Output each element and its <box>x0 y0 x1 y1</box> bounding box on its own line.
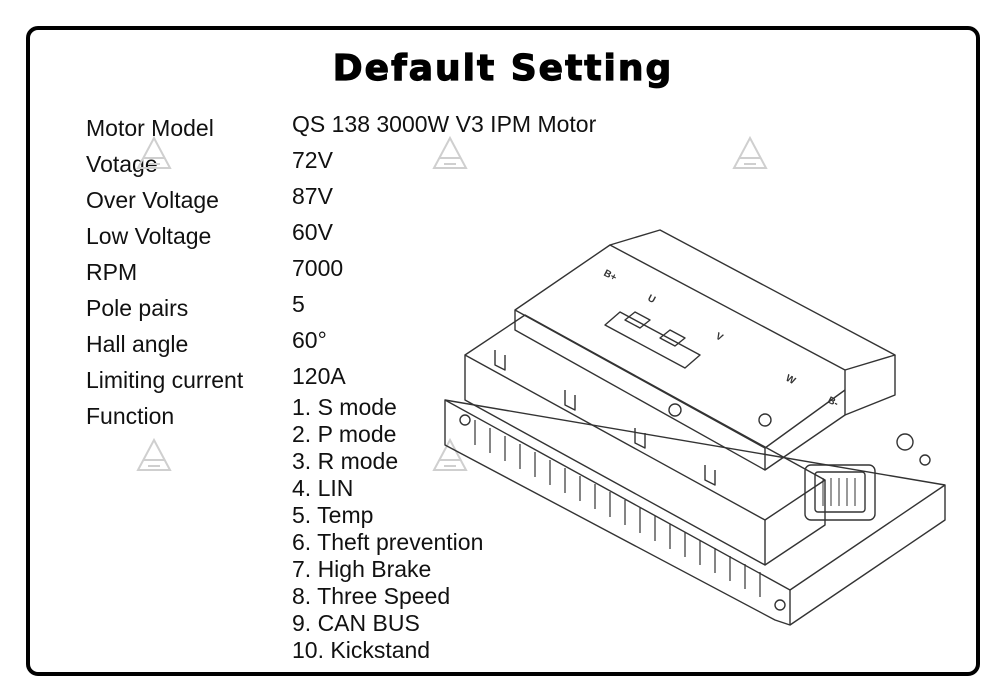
spec-value-hall-angle: 60° <box>292 327 327 353</box>
watermark-logo-icon <box>136 135 172 169</box>
watermark-logo-icon <box>432 437 468 471</box>
spec-value-voltage: 72V <box>292 147 333 173</box>
terminal-label-b-plus: B+ <box>602 268 619 284</box>
watermark-logo-icon <box>136 437 172 471</box>
function-item: 10. Kickstand <box>292 637 431 663</box>
terminal-label-v: V <box>714 331 725 344</box>
function-item: 6. Theft prevention <box>292 529 484 555</box>
watermark-logo-icon <box>732 135 768 169</box>
page-title: Default Setting <box>332 47 674 89</box>
function-item: 8. Three Speed <box>292 583 451 609</box>
function-item: 2. P mode <box>292 421 397 447</box>
terminal-label-b-minus: B- <box>826 395 840 410</box>
spec-value-limiting-current: 120A <box>292 363 346 389</box>
function-item: 5. Temp <box>292 502 374 528</box>
spec-label-motor-model: Motor Model <box>86 115 214 141</box>
spec-label-pole-pairs: Pole pairs <box>86 295 189 321</box>
watermark-logo-icon <box>432 135 468 169</box>
spec-label-rpm: RPM <box>86 259 138 285</box>
spec-value-low-voltage: 60V <box>292 219 333 245</box>
spec-value-pole-pairs: 5 <box>292 291 305 317</box>
function-item: 3. R mode <box>292 448 399 474</box>
spec-value-motor-model: QS 138 3000W V3 IPM Motor <box>292 111 597 137</box>
function-item: 9. CAN BUS <box>292 610 420 636</box>
spec-value-over-voltage: 87V <box>292 183 333 209</box>
function-item: 7. High Brake <box>292 556 432 582</box>
spec-label-low-voltage: Low Voltage <box>86 223 212 249</box>
spec-label-limiting-current: Limiting current <box>86 367 244 393</box>
spec-value-rpm: 7000 <box>292 255 344 281</box>
function-item: 4. LIN <box>292 475 354 501</box>
terminal-label-w: W <box>784 373 798 387</box>
function-list: 1. S mode 2. P mode 3. R mode 4. LIN 5. … <box>292 394 483 664</box>
terminal-label-u: U <box>646 293 658 306</box>
spec-label-over-voltage: Over Voltage <box>86 187 219 213</box>
spec-label-hall-angle: Hall angle <box>86 331 189 357</box>
function-item: 1. S mode <box>292 394 397 420</box>
spec-label-function: Function <box>86 403 175 429</box>
setting-card: Default Setting Motor Model QS 138 3000W… <box>26 26 980 676</box>
motor-controller-illustration: B+ U V W B- <box>444 229 946 626</box>
